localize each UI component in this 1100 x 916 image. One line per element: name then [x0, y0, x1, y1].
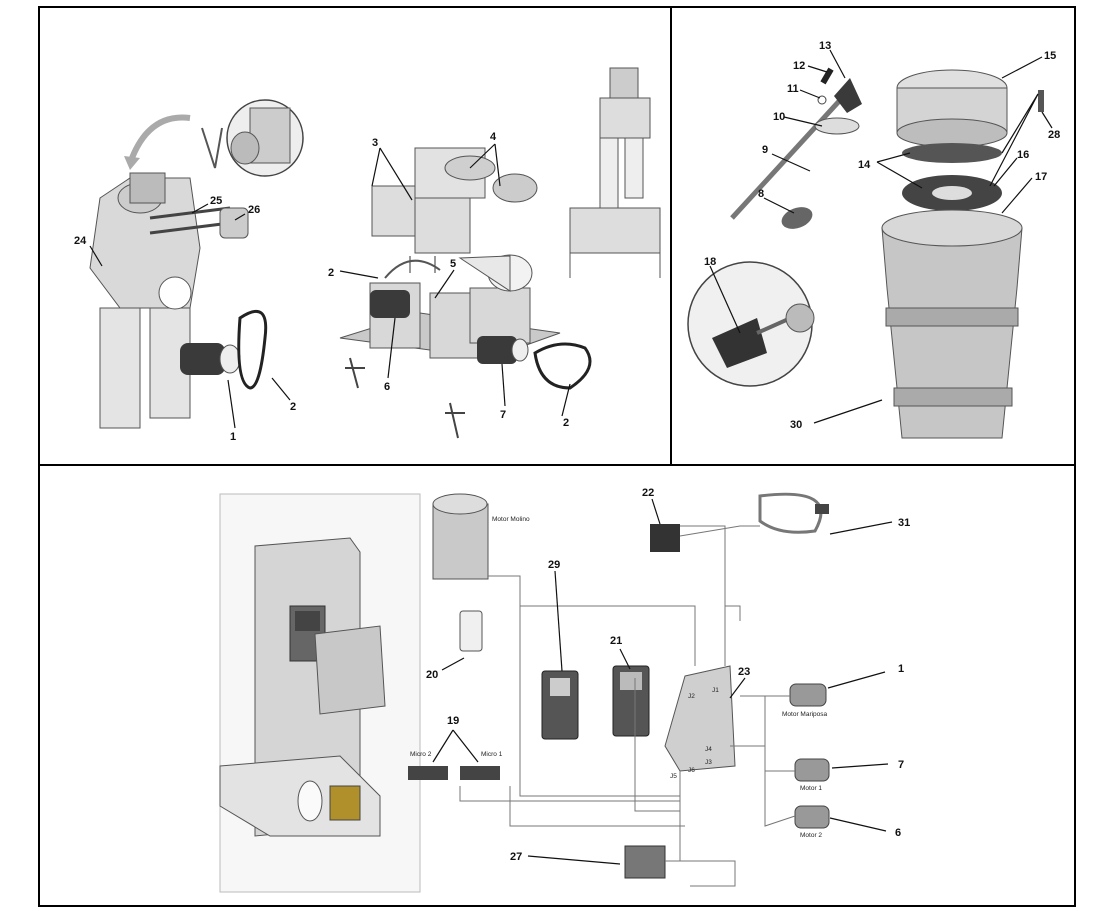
callout-10: 10 [773, 111, 785, 123]
motor-molino [432, 503, 489, 580]
callout-7: 7 [500, 409, 506, 421]
callout-31: 31 [898, 517, 910, 529]
callout-11: 11 [787, 83, 799, 95]
assembled-doser [569, 67, 661, 278]
switch-22 [650, 524, 680, 552]
label-micro-1: Micro 1 [481, 751, 503, 758]
motor-6 [370, 290, 410, 318]
callout-3: 3 [372, 137, 378, 149]
power-cord-31 [758, 492, 823, 534]
screw-28 [1038, 90, 1044, 112]
nut-8 [781, 207, 813, 229]
belt-2b [533, 342, 592, 390]
main-board-23 [664, 665, 736, 772]
label-j4: J4 [705, 746, 712, 753]
callout-15: 15 [1044, 50, 1056, 62]
label-j3: J3 [705, 759, 712, 766]
callout-6-bottom: 6 [895, 827, 901, 839]
callout-2a: 2 [290, 401, 296, 413]
washer-10 [814, 117, 860, 135]
callout-1: 1 [230, 431, 236, 443]
callout-18: 18 [704, 256, 716, 268]
motor-1-wiring [794, 758, 830, 782]
callout-29: 29 [548, 559, 560, 571]
callout-27: 27 [510, 851, 522, 863]
dosing-chambers [371, 147, 538, 273]
knob-13 [834, 78, 862, 113]
callout-28: 28 [1048, 129, 1060, 141]
callout-2b: 2 [328, 267, 334, 279]
callout-14: 14 [858, 159, 871, 171]
label-j6: J6 [688, 767, 695, 774]
panel-wiring: Motor Molino J2 J1 J4 J3 J5 J6 Micro 2 M… [38, 464, 1076, 907]
label-motor-2: Motor 2 [800, 832, 822, 839]
callout-19: 19 [447, 715, 459, 727]
label-motor-mariposa: Motor Mariposa [782, 711, 828, 718]
spring-12 [820, 67, 834, 85]
board-mount [314, 625, 386, 715]
motor-7 [477, 336, 517, 364]
callout-8: 8 [758, 188, 764, 200]
callout-26: 26 [248, 204, 260, 216]
callout-25: 25 [210, 195, 222, 207]
callout-2c: 2 [563, 417, 569, 429]
rotation-arrow-icon [129, 114, 191, 160]
label-j2: J2 [688, 693, 695, 700]
callout-21: 21 [610, 635, 622, 647]
motor-mariposa [789, 683, 827, 707]
transformer-27 [624, 845, 666, 879]
panel-grinder-burrs: 8 9 10 11 12 13 14 15 16 17 18 28 30 [670, 6, 1076, 466]
label-motor-molino: Motor Molino [492, 516, 530, 523]
micro-1 [460, 766, 500, 780]
callout-12: 12 [793, 60, 805, 72]
seal-14 [902, 143, 1002, 163]
callout-6: 6 [384, 381, 390, 393]
motor-1 [180, 343, 225, 375]
callout-23: 23 [738, 666, 750, 678]
belt-2 [237, 309, 268, 390]
wiring-diagram: Motor Molino J2 J1 J4 J3 J5 J6 Micro 2 M… [219, 487, 910, 893]
capacitor-20 [459, 610, 483, 652]
callout-9: 9 [762, 144, 768, 156]
callout-1-bottom: 1 [898, 663, 904, 675]
callout-5: 5 [450, 258, 456, 270]
dosing-assembly-drawing: 1 2 2 2 3 4 5 6 7 24 25 26 [74, 67, 661, 443]
shaft-9 [730, 96, 844, 220]
callout-24: 24 [74, 235, 87, 247]
panel-grinder-dosing: 1 2 2 2 3 4 5 6 7 24 25 26 [38, 6, 672, 466]
label-j1: J1 [712, 687, 719, 694]
micro-2 [408, 766, 448, 780]
callout-20: 20 [426, 669, 438, 681]
callout-17: 17 [1035, 171, 1047, 183]
part-26 [219, 207, 249, 239]
motor-2-wiring [794, 805, 830, 829]
label-motor-1: Motor 1 [800, 785, 822, 792]
callout-7-bottom: 7 [898, 759, 904, 771]
callout-30: 30 [790, 419, 802, 431]
label-j5: J5 [670, 773, 677, 780]
callout-22: 22 [642, 487, 654, 499]
callout-13: 13 [819, 40, 831, 52]
callout-4: 4 [490, 131, 497, 143]
label-micro-2: Micro 2 [410, 751, 432, 758]
clip-detail [201, 127, 223, 169]
burr-assembly-drawing: 8 9 10 11 12 13 14 15 16 17 18 28 30 [687, 40, 1060, 439]
callout-16: 16 [1017, 149, 1029, 161]
